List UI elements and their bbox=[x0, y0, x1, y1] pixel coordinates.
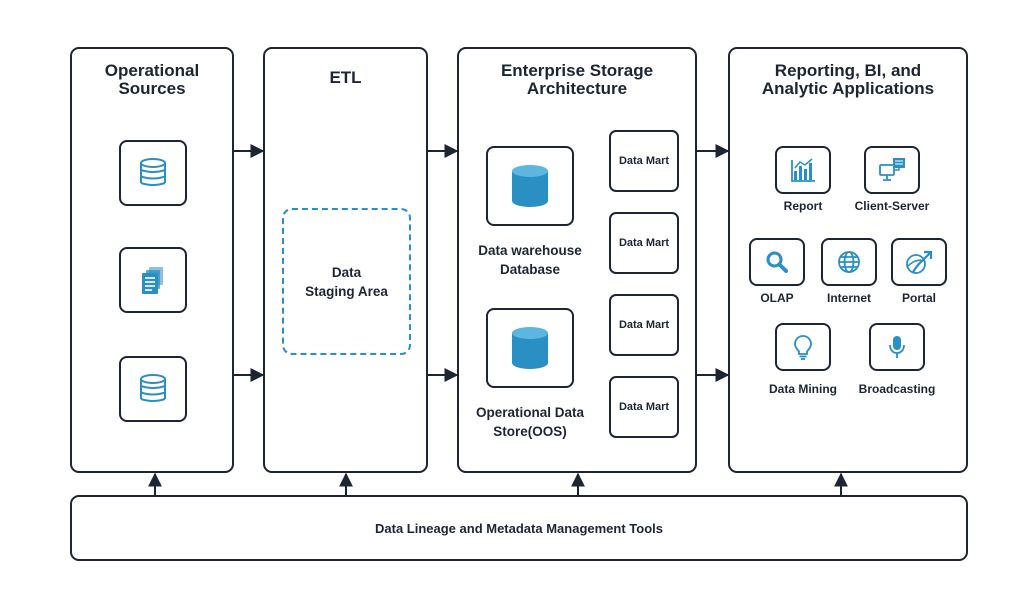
source-database-icon-box bbox=[119, 140, 187, 206]
client-server-icon bbox=[879, 158, 905, 181]
source-documents-icon-box bbox=[119, 247, 187, 313]
data-mart-box: Data Mart bbox=[609, 212, 679, 274]
broadcasting-label: Broadcasting bbox=[858, 382, 936, 396]
internet-label: Internet bbox=[826, 291, 871, 305]
magnifier-icon bbox=[766, 251, 788, 273]
storage-panel: Enterprise Storage Architecture Data war… bbox=[457, 47, 697, 473]
data-mining-label: Data Mining bbox=[769, 382, 837, 396]
microphone-icon bbox=[889, 336, 905, 358]
metadata-tools-label: Data Lineage and Metadata Management Too… bbox=[375, 520, 663, 536]
documents-icon bbox=[142, 267, 163, 294]
data-mart-box: Data Mart bbox=[609, 294, 679, 356]
apps-panel: Reporting, BI, and Analytic Applications… bbox=[728, 47, 968, 473]
panel-title: Reporting, BI, and Analytic Applications bbox=[761, 61, 935, 98]
olap-label: OLAP bbox=[760, 291, 794, 305]
database-cylinder-icon bbox=[512, 165, 548, 207]
ods-database-icon-box bbox=[486, 308, 574, 388]
globe-icon bbox=[838, 251, 860, 273]
client-server-icon-box bbox=[864, 146, 920, 194]
panel-title: Enterprise Storage Architecture bbox=[500, 61, 654, 98]
broadcasting-icon-box bbox=[869, 323, 925, 371]
ods-label: Operational Data Store(OOS) bbox=[475, 405, 585, 439]
warehouse-label: Data warehouse Database bbox=[478, 243, 582, 277]
etl-panel: ETL Data Staging Area bbox=[263, 47, 428, 473]
staging-area: Data Staging Area bbox=[282, 208, 411, 355]
lightbulb-icon bbox=[794, 335, 812, 360]
internet-icon-box bbox=[821, 238, 877, 286]
portal-icon bbox=[906, 250, 933, 274]
olap-icon-box bbox=[749, 238, 805, 286]
report-icon-box bbox=[775, 146, 831, 194]
data-mart-box: Data Mart bbox=[609, 130, 679, 192]
client-server-label: Client-Server bbox=[854, 199, 930, 213]
report-label: Report bbox=[783, 199, 823, 213]
source-database-icon-box bbox=[119, 356, 187, 422]
database-icon bbox=[140, 374, 166, 402]
operational-sources-panel: Operational Sources bbox=[70, 47, 234, 473]
portal-icon-box bbox=[891, 238, 947, 286]
portal-label: Portal bbox=[901, 291, 936, 305]
database-icon bbox=[140, 158, 166, 186]
metadata-tools-bar: Data Lineage and Metadata Management Too… bbox=[70, 495, 968, 561]
database-cylinder-icon bbox=[512, 327, 548, 369]
data-mart-box: Data Mart bbox=[609, 376, 679, 438]
warehouse-database-icon-box bbox=[486, 146, 574, 226]
panel-title: Operational Sources bbox=[104, 61, 200, 98]
panel-title: ETL bbox=[329, 68, 362, 87]
bar-chart-icon bbox=[791, 158, 815, 182]
data-mining-icon-box bbox=[775, 323, 831, 371]
